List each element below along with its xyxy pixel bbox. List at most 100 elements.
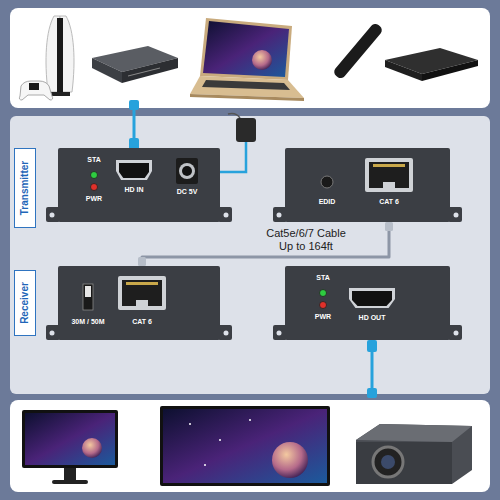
panel <box>10 400 490 492</box>
led-label: PWR <box>86 195 102 203</box>
laptop <box>202 80 290 90</box>
port-graphics <box>91 184 98 191</box>
port-graphics <box>176 158 198 184</box>
monitor <box>25 413 115 465</box>
button-label: EDID <box>319 198 336 206</box>
hdmi-cable <box>129 100 139 110</box>
projector <box>356 424 472 484</box>
laptop <box>190 18 304 101</box>
panel <box>10 8 490 108</box>
panel <box>10 116 490 394</box>
section-label: Transmitter <box>19 161 31 215</box>
port-graphics <box>179 163 195 179</box>
game-console <box>29 83 39 90</box>
projector <box>373 447 403 477</box>
mounting-ear <box>218 207 232 222</box>
section-label: Receiver <box>19 282 31 324</box>
game-console <box>57 18 63 92</box>
tv-box <box>385 60 422 81</box>
network-cable <box>138 222 393 266</box>
television <box>204 464 206 466</box>
port-graphics <box>122 280 162 306</box>
port-graphics <box>320 302 327 309</box>
tv-box <box>422 60 478 81</box>
port-graphics <box>383 182 395 188</box>
led-label: PWR <box>315 313 331 321</box>
game-console <box>19 16 74 100</box>
port-graphics <box>320 290 327 297</box>
transmitter-front-panel: STAPWRHD INDC 5V <box>58 148 220 222</box>
port-graphics <box>285 266 450 340</box>
port-graphics <box>352 291 392 306</box>
led-label: STA <box>316 274 329 282</box>
mounting-ear <box>277 213 282 218</box>
television <box>163 409 327 483</box>
projector <box>356 424 472 442</box>
port-graphics <box>369 162 409 188</box>
dvd-player <box>128 68 160 76</box>
port-graphics <box>285 148 450 222</box>
power-adapter <box>218 142 246 172</box>
switch-label: 30M / 50M <box>71 318 104 326</box>
television <box>160 406 330 486</box>
port-graphics <box>83 284 93 310</box>
port-graphics <box>349 288 395 308</box>
port-graphics <box>119 163 149 178</box>
television <box>219 439 221 441</box>
projector <box>356 424 472 484</box>
game-console <box>19 81 52 100</box>
port-label: HD OUT <box>359 314 386 322</box>
network-cable <box>138 257 146 266</box>
dvd-player <box>122 58 178 83</box>
mounting-ear <box>50 331 55 336</box>
port-graphics <box>116 160 152 180</box>
port-graphics <box>118 276 166 310</box>
mounting-ear <box>50 213 55 218</box>
port-graphics <box>58 266 220 340</box>
television <box>272 442 308 478</box>
television <box>160 406 330 486</box>
monitor <box>52 480 88 484</box>
hdmi-cable <box>367 340 377 352</box>
dvd-player <box>92 58 122 83</box>
monitor <box>64 468 76 480</box>
transmitter-tab: Transmitter <box>14 148 36 228</box>
receiver-tab: Receiver <box>14 270 36 336</box>
mounting-ear <box>218 325 232 340</box>
transmitter-back-panel: EDID CAT 6 <box>285 148 450 222</box>
hdmi-cable <box>129 100 377 398</box>
port-graphics <box>85 286 91 297</box>
port-label: DC 5V <box>177 188 198 196</box>
television <box>249 419 251 421</box>
game-console <box>50 92 70 96</box>
tv-box <box>332 22 384 80</box>
mounting-ear <box>277 331 282 336</box>
receiver-back-panel: 30M / 50MCAT 6 <box>58 266 220 340</box>
port-label: CAT 6 <box>379 198 399 206</box>
receiver-front-panel: STA PWR HD OUT <box>285 266 450 340</box>
laptop <box>252 50 272 70</box>
tv-box <box>332 22 478 81</box>
monitor <box>22 410 118 484</box>
port-graphics <box>91 172 98 179</box>
mounting-ear <box>224 213 229 218</box>
monitor <box>22 410 118 468</box>
port-label: HD IN <box>124 186 143 194</box>
mounting-ear <box>448 207 462 222</box>
mounting-ear <box>454 213 459 218</box>
port-graphics <box>182 166 192 176</box>
mounting-ear <box>46 207 462 340</box>
monitor <box>82 438 102 458</box>
projector <box>356 442 452 484</box>
port-graphics <box>58 148 220 222</box>
network-cable <box>385 222 393 231</box>
network-cable <box>142 222 389 266</box>
laptop <box>190 94 304 101</box>
television <box>189 423 191 425</box>
mounting-ear <box>448 325 462 340</box>
port-graphics <box>321 176 333 188</box>
projector <box>381 455 395 469</box>
port-graphics <box>373 164 405 167</box>
